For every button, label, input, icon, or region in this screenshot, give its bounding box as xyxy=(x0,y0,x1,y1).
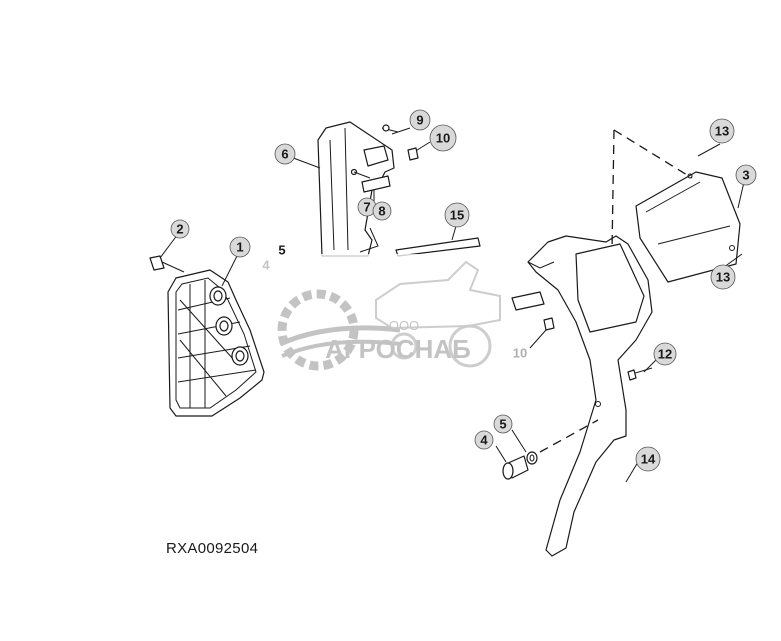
callout-3-label: 3 xyxy=(742,168,749,183)
callout-4: 4 xyxy=(474,430,494,450)
dash-line-bottom xyxy=(539,419,599,453)
callout-4-left: 4 xyxy=(262,258,270,273)
gear-logo-icon xyxy=(277,289,401,371)
callout-4-left-label: 4 xyxy=(262,258,270,273)
harvester-logo-icon xyxy=(375,260,501,368)
part-6-upper-bracket xyxy=(317,121,395,257)
callout-7-label: 7 xyxy=(363,200,370,215)
callout-10-top-label: 10 xyxy=(436,131,450,146)
callout-2: 2 xyxy=(170,219,190,239)
leader-lines xyxy=(159,127,745,483)
watermark: ООО АГРОСНАБ xyxy=(268,254,518,374)
callout-9-label: 9 xyxy=(416,113,423,128)
callout-2-label: 2 xyxy=(176,222,183,237)
callout-5-left: 5 xyxy=(278,243,285,258)
callout-13-bottom: 13 xyxy=(710,264,736,290)
callout-12: 12 xyxy=(653,342,677,366)
callout-6: 6 xyxy=(274,143,296,165)
callout-6-label: 6 xyxy=(281,147,288,162)
small-hardware xyxy=(350,124,419,179)
callout-4-label: 4 xyxy=(480,433,488,448)
callout-1: 1 xyxy=(229,236,251,258)
callout-8-label: 8 xyxy=(378,204,385,219)
callout-8: 8 xyxy=(372,201,392,221)
callout-9: 9 xyxy=(409,109,431,131)
callout-1-label: 1 xyxy=(236,240,243,255)
callout-10-label: 10 xyxy=(513,346,527,361)
callout-13-top-label: 13 xyxy=(715,124,729,139)
part-1-left-shield xyxy=(167,269,265,417)
watermark-prefix: ООО xyxy=(389,318,419,333)
callout-10: 10 xyxy=(513,317,555,361)
part-3-cover-plate xyxy=(635,171,741,283)
callout-5-label: 5 xyxy=(499,417,506,432)
dash-line-vertical xyxy=(611,129,615,251)
watermark-brand: АГРОСНАБ xyxy=(325,334,471,364)
callout-13-bottom-label: 13 xyxy=(716,270,730,285)
small-bracket xyxy=(511,291,545,311)
figure-code: RXA0092504 xyxy=(166,540,259,557)
callout-5-left-label: 5 xyxy=(278,243,285,258)
callout-5: 5 xyxy=(493,414,513,434)
callout-14-label: 14 xyxy=(641,452,656,467)
part-12-bolt xyxy=(627,367,653,381)
callout-3: 3 xyxy=(735,164,757,186)
callout-15-label: 15 xyxy=(450,208,464,223)
callout-12-label: 12 xyxy=(658,347,672,362)
callout-14: 14 xyxy=(635,446,661,472)
dash-line-top xyxy=(613,129,693,179)
callout-10-top: 10 xyxy=(429,124,457,152)
callout-15: 15 xyxy=(444,202,470,228)
part-15-strip xyxy=(395,237,481,257)
part-2-bolt xyxy=(149,255,185,273)
callout-13-top: 13 xyxy=(709,118,735,144)
part-4-5-bolt-washer xyxy=(502,451,538,480)
part-14-lower-shield xyxy=(527,235,653,557)
